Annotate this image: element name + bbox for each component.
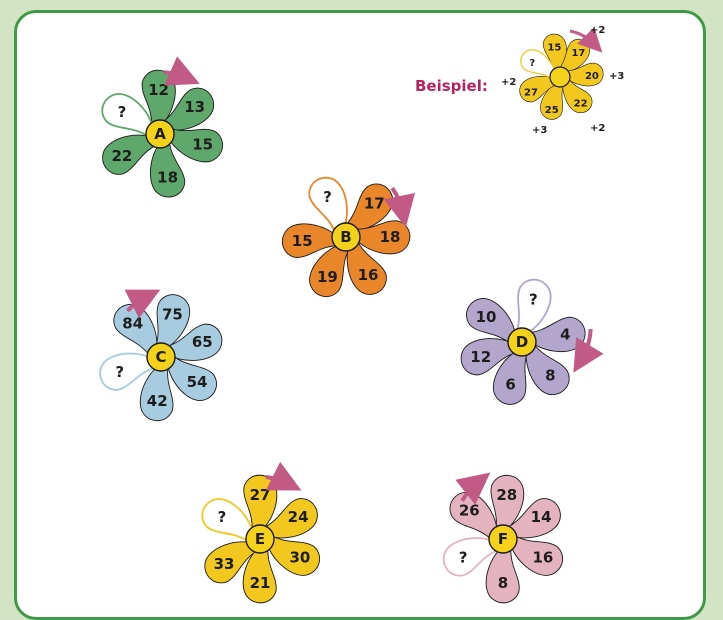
answer-slot[interactable]: ? <box>529 291 538 309</box>
flower-label: E <box>255 530 265 548</box>
petal-number: 15 <box>292 232 313 250</box>
petal-number: 30 <box>289 549 310 567</box>
petal-number: 16 <box>358 266 379 284</box>
flower-c[interactable]: 75 65 54 42? 84C <box>94 289 228 423</box>
step-label: +2 <box>501 77 516 88</box>
petal-number: 15 <box>192 136 213 154</box>
petal-number: 14 <box>531 508 552 526</box>
answer-slot[interactable]: ? <box>218 508 227 526</box>
petal-number: 4 <box>560 325 570 343</box>
puzzle-frame: Beispiel: 15 17 20 22 25 27? +2 +3 +2 +3 +2 1… <box>14 10 706 620</box>
answer-slot[interactable]: ? <box>115 363 124 381</box>
petal-number: 65 <box>192 333 213 351</box>
petal-number: 42 <box>147 392 168 410</box>
petal-number: 27 <box>524 88 538 99</box>
answer-slot[interactable]: ? <box>529 58 535 69</box>
example-flower: Beispiel: 15 17 20 22 25 27? +2 +3 +2 +3 +2 <box>415 25 624 136</box>
flower-a[interactable]: 12 13 15 18 22? A <box>95 56 227 201</box>
direction-arrow-icon <box>573 328 604 373</box>
flower-label: A <box>154 125 166 143</box>
step-label: +2 <box>590 123 605 134</box>
petal-number: 20 <box>585 71 599 82</box>
direction-arrow-icon <box>455 472 491 505</box>
step-label: +2 <box>590 25 605 36</box>
petal-number: 13 <box>184 98 205 116</box>
flower-center <box>146 342 176 372</box>
flower-center <box>507 327 537 357</box>
direction-arrow-icon <box>569 27 603 53</box>
direction-arrow-icon <box>383 186 416 228</box>
petal-number: 17 <box>364 194 385 212</box>
petal-number: 24 <box>288 508 309 526</box>
petal-number: 12 <box>470 348 491 366</box>
petal-number: 8 <box>498 574 508 592</box>
petal-number: 84 <box>122 314 143 332</box>
flower-center <box>145 119 175 149</box>
petal-number: 19 <box>317 268 338 286</box>
direction-arrow-icon <box>163 56 200 86</box>
flower-d[interactable]: 4 8 6 12 10? D <box>455 275 604 409</box>
petal-number: 75 <box>162 306 183 324</box>
flower-f[interactable]: 28 14 16 8? 26F <box>437 472 569 604</box>
answer-slot[interactable]: ? <box>323 188 332 206</box>
flower-center <box>331 222 361 252</box>
petal-number: 17 <box>571 48 585 59</box>
petal-number: 22 <box>111 147 132 165</box>
petal-number: 22 <box>574 99 588 110</box>
petal-number: 6 <box>505 376 515 394</box>
petal-number: 54 <box>187 373 208 391</box>
petal-number: 18 <box>157 168 178 186</box>
flower-center <box>488 524 518 554</box>
petal-number: 16 <box>532 549 553 567</box>
flower-label: F <box>498 530 508 548</box>
petal-number: 18 <box>380 228 401 246</box>
petal-number: 12 <box>148 81 169 99</box>
step-label: +3 <box>609 71 624 82</box>
petal-number: 25 <box>545 105 559 116</box>
answer-slot[interactable]: ? <box>459 549 468 567</box>
direction-arrow-icon <box>124 289 161 319</box>
petal-number: 27 <box>250 486 271 504</box>
flower-center <box>549 66 571 88</box>
step-label: +3 <box>532 125 547 136</box>
petal-number: 21 <box>250 574 271 592</box>
answer-slot[interactable]: ? <box>118 103 127 121</box>
petal-number: 10 <box>476 308 497 326</box>
example-label: Beispiel: <box>415 77 488 95</box>
puzzle-canvas: Beispiel: 15 17 20 22 25 27? +2 +3 +2 +3 +2 1… <box>94 25 624 604</box>
flower-center <box>245 524 275 554</box>
flower-label: C <box>155 348 166 366</box>
flower-label: B <box>340 228 351 246</box>
petal-number: 26 <box>459 502 480 520</box>
petal-number: 8 <box>545 367 555 385</box>
direction-arrow-icon <box>265 461 302 491</box>
petal-number: 33 <box>214 555 235 573</box>
flower-e[interactable]: 27 24 30 21 33? E <box>195 461 326 604</box>
flower-label: D <box>516 333 528 351</box>
petal-number: 28 <box>496 486 517 504</box>
petal-number: 15 <box>547 43 561 54</box>
